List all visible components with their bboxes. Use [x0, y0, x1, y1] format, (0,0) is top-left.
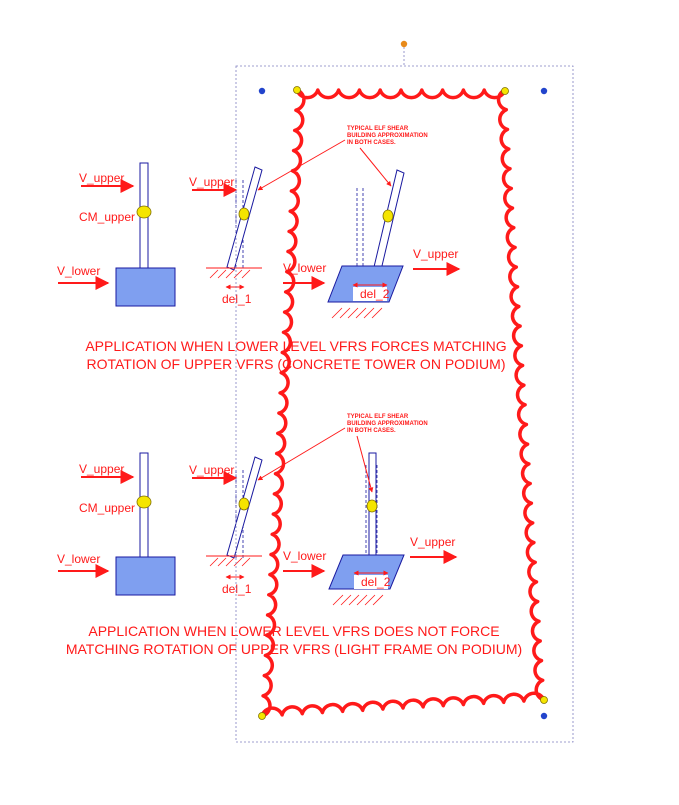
resize-handle-icon[interactable]	[258, 87, 266, 95]
v-lower-label: V_lower	[57, 552, 100, 566]
selection-bounds	[235, 65, 574, 743]
label-bg	[353, 287, 387, 301]
bottom-rotated-model: V_upper del_1	[189, 456, 263, 596]
label-bg	[354, 575, 388, 589]
del-1-label: del_1	[222, 582, 252, 596]
del-2-label: del_2	[360, 287, 390, 301]
rotation-handle-icon[interactable]	[400, 40, 408, 48]
del-2-label: del_2	[361, 575, 391, 589]
cm-marker	[366, 499, 378, 513]
leader-arrow	[359, 147, 392, 187]
v-upper-label: V_upper	[410, 535, 455, 549]
top-diagram: V_upper CM_upper V_lower V_upper del_1	[57, 126, 507, 372]
note-line: TYPICAL ELF SHEAR	[347, 126, 409, 132]
top-podium-model: V_lower V_upper del_2	[283, 169, 461, 319]
caption-line: ROTATION OF UPPER VFRS (CONCRETE TOWER O…	[87, 356, 506, 372]
cm-marker	[238, 497, 250, 511]
note-line: BUILDING APPROXIMATION	[347, 421, 428, 427]
vertex-handle-icon[interactable]	[501, 87, 509, 95]
bottom-note: TYPICAL ELF SHEAR BUILDING APPROXIMATION…	[257, 414, 428, 493]
leader-arrow	[257, 139, 346, 191]
vertex-handle-icon[interactable]	[293, 86, 301, 94]
v-upper-label: V_upper	[189, 175, 234, 189]
vertex-handle-icon[interactable]	[540, 696, 548, 704]
resize-handle-icon[interactable]	[540, 87, 548, 95]
ground-hatch	[332, 594, 384, 606]
bottom-fixed-model: V_upper CM_upper V_lower	[57, 452, 176, 596]
ground-hatch	[209, 269, 251, 279]
cm-upper-label: CM_upper	[79, 501, 135, 515]
v-upper-label: V_upper	[79, 171, 124, 185]
bottom-diagram: V_upper CM_upper V_lower V_upper del_1	[57, 414, 522, 657]
cm-marker	[136, 205, 152, 219]
cm-marker	[382, 209, 394, 223]
cm-upper-label: CM_upper	[79, 210, 135, 224]
note-line: IN BOTH CASES.	[347, 140, 396, 146]
vertex-handle-icon[interactable]	[258, 712, 266, 720]
note-line: TYPICAL ELF SHEAR	[347, 414, 409, 420]
podium-block	[115, 556, 176, 596]
note-line: BUILDING APPROXIMATION	[347, 133, 428, 139]
cm-marker	[136, 495, 152, 509]
v-lower-label: V_lower	[283, 549, 326, 563]
v-upper-label: V_upper	[413, 247, 458, 261]
leader-arrow	[257, 427, 346, 481]
resize-handle-icon[interactable]	[540, 712, 548, 720]
v-lower-label: V_lower	[57, 264, 100, 278]
v-upper-label: V_upper	[79, 462, 124, 476]
caption-line: MATCHING ROTATION OF UPPER VFRS (LIGHT F…	[66, 641, 522, 657]
top-fixed-model: V_upper CM_upper V_lower	[57, 162, 176, 307]
leader-arrow	[356, 435, 374, 493]
revision-cloud-selection[interactable]	[235, 40, 574, 743]
caption-line: APPLICATION WHEN LOWER LEVEL VFRS DOES N…	[88, 623, 499, 639]
ground-hatch	[331, 307, 383, 319]
ground-hatch	[209, 557, 251, 567]
note-line: IN BOTH CASES.	[347, 428, 396, 434]
podium-block	[115, 267, 176, 307]
bottom-podium-model: V_lower V_upper del_2	[283, 452, 458, 606]
cm-marker	[238, 207, 250, 221]
top-note: TYPICAL ELF SHEAR BUILDING APPROXIMATION…	[257, 126, 428, 191]
top-rotated-model: V_upper del_1	[189, 166, 263, 306]
v-upper-label: V_upper	[189, 463, 234, 477]
revision-cloud[interactable]	[260, 88, 546, 718]
del-1-label: del_1	[222, 292, 252, 306]
caption-line: APPLICATION WHEN LOWER LEVEL VFRS FORCES…	[85, 338, 506, 354]
